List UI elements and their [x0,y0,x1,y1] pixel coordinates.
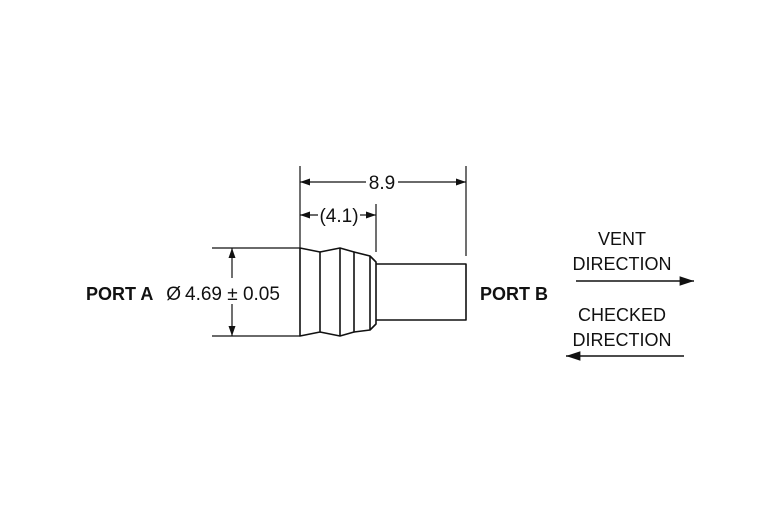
stem [376,263,467,321]
length-dimension: 8.9 [300,173,466,194]
vent-line1: VENT [598,229,646,249]
diameter-label: 4.69 ± 0.05 [185,284,280,305]
valve-body [299,247,467,337]
rib-2 [319,247,355,337]
collar [353,251,377,333]
length-label: 8.9 [369,173,395,194]
checked-line1: CHECKED [578,305,666,325]
diameter-dimension: Ø 4.69 ± 0.05 [166,248,280,336]
rib-1 [299,247,321,337]
port-b-label: PORT B [480,284,548,304]
diameter-symbol: Ø [166,284,181,305]
vent-line2: DIRECTION [573,254,672,274]
sub-length-dimension: (4.1) [300,206,376,227]
vent-direction: VENT DIRECTION [573,229,694,286]
sub-length-label: (4.1) [319,206,358,227]
checked-line2: DIRECTION [573,330,672,350]
checked-direction: CHECKED DIRECTION [566,305,684,361]
port-a-label: PORT A [86,284,153,304]
